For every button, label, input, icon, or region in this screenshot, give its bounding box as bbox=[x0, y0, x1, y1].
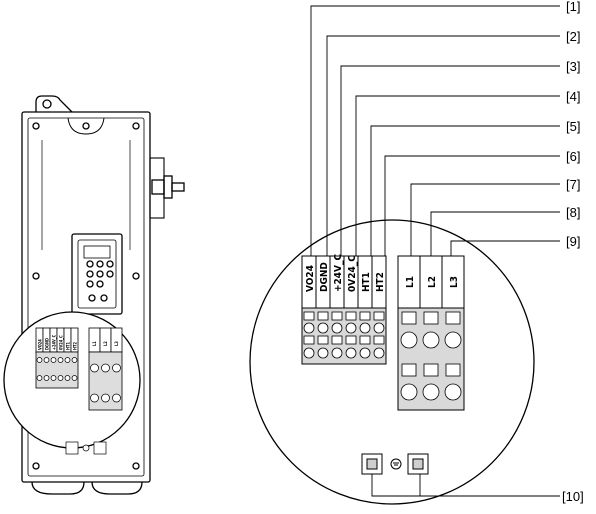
callout-3: [3] bbox=[566, 59, 580, 74]
device-overview bbox=[21, 95, 185, 495]
callout-4: [4] bbox=[566, 89, 580, 104]
terminal-labels: VO24 DGND +24V_C 0V24_C HT1 HT2 L1 L2 L3 bbox=[305, 253, 460, 292]
callouts: [1] [2] [3] [4] [5] [6] [7] [8] [9] [10] bbox=[562, 0, 584, 504]
terminal-label-dgnd: DGND bbox=[319, 262, 330, 292]
mini-terminal-label: 0V24_C bbox=[59, 335, 64, 350]
callout-7: [7] bbox=[566, 177, 580, 192]
callout-6: [6] bbox=[566, 149, 580, 164]
terminal-label-ht1: HT1 bbox=[361, 272, 372, 292]
terminal-label-l3: L3 bbox=[449, 276, 460, 288]
terminal-label-0v24-c: 0V24_C bbox=[347, 255, 358, 292]
terminal-label-ht2: HT2 bbox=[375, 272, 386, 292]
terminal-label-l2: L2 bbox=[427, 276, 438, 288]
callout-2: [2] bbox=[566, 29, 580, 44]
callout-8: [8] bbox=[566, 205, 580, 220]
callout-10: [10] bbox=[562, 489, 584, 504]
mini-terminal-label: L1 bbox=[92, 341, 97, 346]
signal-terminal-block bbox=[301, 255, 387, 365]
mini-terminal-label: DGND bbox=[45, 338, 50, 350]
device-terminal-detail: VO24 DGND +24V_C 0V24_C HT1 HT2 L1 L2 L3 bbox=[3, 311, 141, 455]
mini-terminal-label: HT1 bbox=[66, 342, 71, 350]
mini-terminal-label: HT2 bbox=[73, 342, 78, 350]
terminal-label-l1: L1 bbox=[405, 276, 416, 288]
mini-terminal-label: L2 bbox=[103, 341, 108, 346]
terminal-label-vo24: VO24 bbox=[305, 265, 316, 292]
leader-lines bbox=[310, 5, 560, 497]
callout-9: [9] bbox=[566, 234, 580, 249]
terminal-label-24v-c: +24V_C bbox=[333, 253, 344, 292]
callout-1: [1] bbox=[566, 0, 580, 14]
mini-terminal-label: L3 bbox=[114, 341, 119, 346]
mini-terminal-label: +24V_C bbox=[52, 334, 57, 350]
mini-terminal-label: VO24 bbox=[38, 339, 43, 350]
power-terminal-block bbox=[397, 255, 465, 411]
callout-5: [5] bbox=[566, 119, 580, 134]
